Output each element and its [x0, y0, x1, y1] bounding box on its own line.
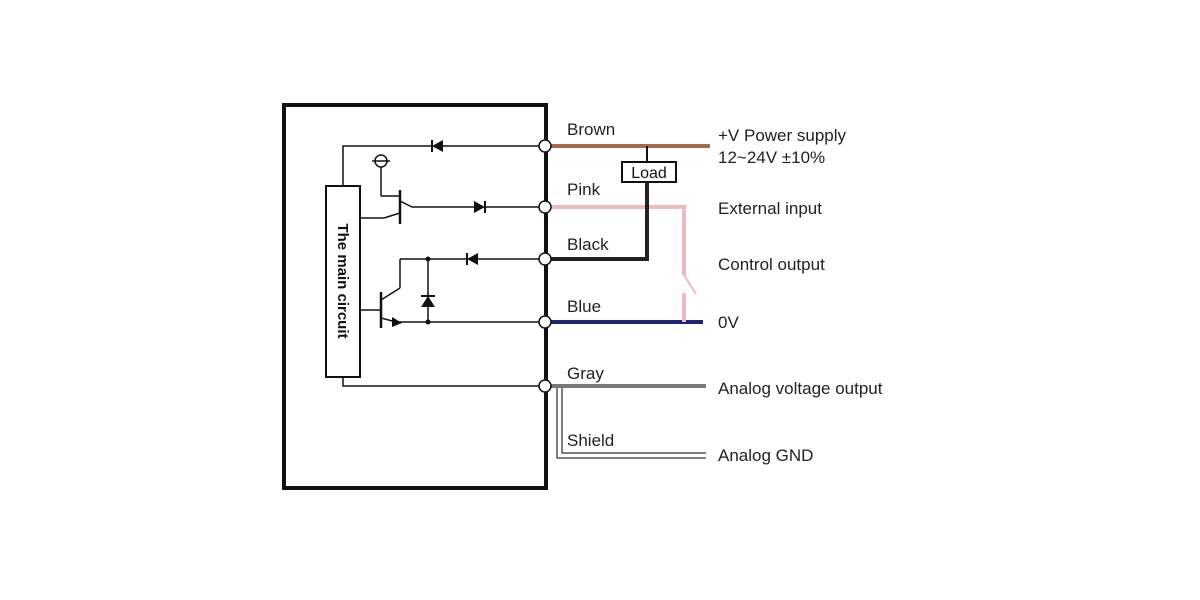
- wire-label-shield: Shield: [567, 431, 614, 450]
- terminal-brown: [538, 139, 552, 153]
- pink-wire: [545, 205, 686, 275]
- diode-black-icon: [467, 253, 478, 265]
- main-circuit-label: The main circuit: [334, 223, 351, 338]
- analog-internal-line: [342, 377, 545, 387]
- zero-v-label: 0V: [718, 313, 739, 332]
- output-transistor-icon: [360, 258, 545, 328]
- analog-voltage-output-label: Analog voltage output: [718, 379, 883, 398]
- wire-label-black: Black: [567, 235, 609, 254]
- output-emitter-arrow-icon: [392, 317, 402, 327]
- load-box: [621, 161, 677, 183]
- input-transistor-icon: [360, 154, 545, 224]
- terminal-blue: [538, 315, 552, 329]
- zener-diode-icon: [421, 296, 435, 307]
- analog-gnd-label: Analog GND: [718, 446, 813, 465]
- terminal-pink: [538, 200, 552, 214]
- wire-label-brown: Brown: [567, 120, 615, 139]
- terminal-black: [538, 252, 552, 266]
- junction-dot: [425, 256, 431, 262]
- wire-label-pink: Pink: [567, 180, 601, 199]
- wire-label-gray: Gray: [567, 364, 604, 383]
- diode-pink-icon: [474, 201, 485, 213]
- sensor-housing: [282, 103, 548, 490]
- control-output-label: Control output: [718, 255, 825, 274]
- load-label: Load: [631, 165, 667, 182]
- main-circuit-box: [325, 185, 361, 378]
- power-voltage-label: 12~24V ±10%: [718, 148, 825, 167]
- power-internal-line: [342, 145, 545, 186]
- external-input-label: External input: [718, 199, 822, 218]
- wire-label-blue: Blue: [567, 297, 601, 316]
- diode-brown-icon: [432, 140, 443, 152]
- terminal-gray: [538, 379, 552, 393]
- junction-dot: [425, 319, 431, 325]
- black-wire: [545, 182, 649, 261]
- shield-wire: [556, 386, 706, 459]
- power-supply-label: +V Power supply: [718, 126, 847, 145]
- switch-contact: [683, 274, 697, 295]
